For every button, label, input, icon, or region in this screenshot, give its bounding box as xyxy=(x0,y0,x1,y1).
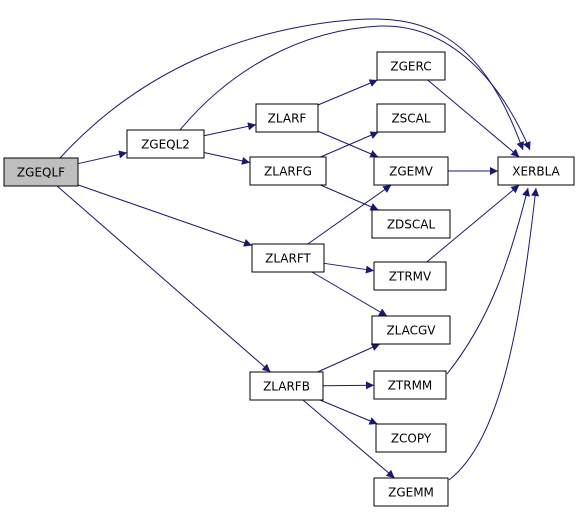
node-zlarft[interactable]: ZLARFT xyxy=(251,243,325,273)
node-label: ZLARFB xyxy=(263,380,310,394)
node-zdscal[interactable]: ZDSCAL xyxy=(371,209,451,239)
edge-zgerc-to-xerbla xyxy=(427,79,520,158)
edge-zgemm-to-xerbla xyxy=(448,187,540,481)
node-ztrmv[interactable]: ZTRMV xyxy=(373,261,447,291)
node-box[interactable] xyxy=(371,209,451,239)
node-label: ZLARF xyxy=(268,112,307,126)
node-label: ZTRMV xyxy=(389,270,432,284)
node-box[interactable] xyxy=(376,103,446,133)
edge-zlarfb-to-zgemm xyxy=(302,399,395,479)
edge-zlarfb-to-zlacgv xyxy=(317,343,381,373)
node-zlarfb[interactable]: ZLARFB xyxy=(249,371,324,401)
node-label: ZGEQLF xyxy=(17,166,65,180)
node-box[interactable] xyxy=(375,423,447,453)
node-zgerc[interactable]: ZGERC xyxy=(376,51,446,81)
node-zgemv[interactable]: ZGEMV xyxy=(373,156,449,186)
node-zscal[interactable]: ZSCAL xyxy=(376,103,446,133)
node-box[interactable] xyxy=(255,103,319,133)
edge-zgeql2-to-xerbla xyxy=(179,25,531,151)
node-label: ZDSCAL xyxy=(387,218,436,232)
node-layer: ZGEQLF ZGEQL2 ZLARF ZLARFG ZLARFT ZLARFB ZGERC… xyxy=(3,51,575,507)
node-zgeql2[interactable]: ZGEQL2 xyxy=(126,129,205,159)
node-box[interactable] xyxy=(371,315,451,345)
node-label: ZGERC xyxy=(390,60,431,74)
node-box[interactable] xyxy=(497,156,575,186)
node-label: ZGEQL2 xyxy=(141,138,190,152)
edge-ztrmm-to-xerbla xyxy=(446,187,530,375)
edge-zlarfg-to-zdscal xyxy=(320,184,379,211)
edge-zgeqlf-to-xerbla xyxy=(59,18,525,159)
node-zcopy[interactable]: ZCOPY xyxy=(375,423,447,453)
node-label: ZGEMM xyxy=(388,486,434,500)
edge-zlarf-to-zgemv xyxy=(317,130,379,158)
node-label: ZSCAL xyxy=(391,112,430,126)
edge-ztrmv-to-xerbla xyxy=(426,184,520,263)
edge-zlarfb-to-zcopy xyxy=(319,399,378,425)
node-box[interactable] xyxy=(373,477,449,507)
edge-layer xyxy=(56,18,540,481)
edge-zgeqlf-to-zgeql2 xyxy=(77,150,128,165)
node-ztrmm[interactable]: ZTRMM xyxy=(373,370,447,400)
node-label: ZLACGV xyxy=(386,324,436,338)
node-box[interactable] xyxy=(373,261,447,291)
node-box[interactable] xyxy=(249,156,327,186)
edge-zgeql2-to-zlarfg xyxy=(203,151,251,165)
node-xerbla[interactable]: XERBLA xyxy=(497,156,575,186)
node-box[interactable] xyxy=(373,370,447,400)
node-label: XERBLA xyxy=(512,165,560,179)
node-box[interactable] xyxy=(376,51,446,81)
node-box[interactable] xyxy=(3,157,79,187)
edge-zlarft-to-zgemv xyxy=(307,184,392,245)
edge-zlarf-to-zgerc xyxy=(317,79,378,106)
node-label: ZLARFG xyxy=(264,165,312,179)
edge-zgeql2-to-zlarf xyxy=(203,122,257,137)
node-box[interactable] xyxy=(249,371,324,401)
node-zlacgv[interactable]: ZLACGV xyxy=(371,315,451,345)
node-label: ZTRMM xyxy=(388,379,433,393)
node-box[interactable] xyxy=(126,129,205,159)
edge-zgeqlf-to-zlarft xyxy=(77,184,253,247)
node-box[interactable] xyxy=(373,156,449,186)
node-zgeqlf[interactable]: ZGEQLF xyxy=(3,157,79,187)
edge-zgeqlf-to-zlarfb xyxy=(56,185,271,373)
node-zlarfg[interactable]: ZLARFG xyxy=(249,156,327,186)
node-label: ZCOPY xyxy=(391,432,432,446)
node-box[interactable] xyxy=(251,243,325,273)
node-zlarf[interactable]: ZLARF xyxy=(255,103,319,133)
edge-zlarfg-to-zscal xyxy=(320,131,379,158)
edge-zlarft-to-ztrmv xyxy=(323,262,375,274)
node-label: ZGEMV xyxy=(389,165,433,179)
node-label: ZLARFT xyxy=(265,252,311,266)
edge-zlarft-to-zlacgv xyxy=(311,271,388,317)
node-zgemm[interactable]: ZGEMM xyxy=(373,477,449,507)
